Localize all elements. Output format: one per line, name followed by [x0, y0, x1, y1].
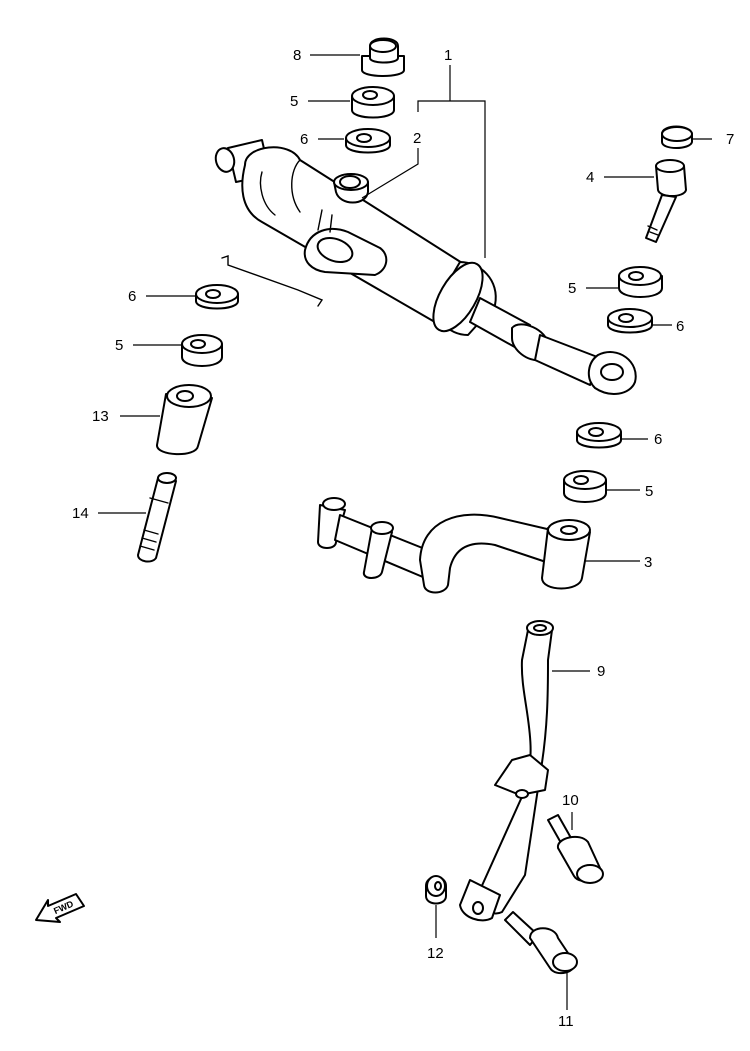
callout-5: 5: [290, 93, 298, 110]
cap-nut-part-8: [361, 37, 405, 77]
callout-6: 6: [128, 288, 136, 305]
callout-13: 13: [92, 408, 109, 425]
sleeve-part-13: [156, 384, 213, 456]
callout-9: 9: [597, 663, 605, 680]
callout-2: 2: [413, 130, 421, 147]
stud-part-14: [137, 472, 177, 563]
spacer-part-5-right: [618, 266, 663, 298]
callout-6: 6: [300, 131, 308, 148]
callout-6: 6: [654, 431, 662, 448]
washer-part-6-top: [345, 128, 391, 154]
callout-1: 1: [444, 47, 452, 64]
washer-part-6-right: [607, 308, 653, 334]
callout-11: 11: [558, 1013, 574, 1030]
callout-3: 3: [644, 554, 652, 571]
callout-7: 7: [726, 131, 734, 148]
steering-damper: [214, 139, 637, 395]
nut-part-2: [333, 173, 369, 204]
bolt-part-10: [547, 814, 604, 884]
callout-5: 5: [568, 280, 576, 297]
spacer-part-5-left: [181, 334, 223, 367]
leader-lines: [98, 54, 712, 1010]
callout-5: 5: [645, 483, 653, 500]
callout-14: 14: [72, 505, 89, 522]
bracket-part-3: [317, 497, 591, 594]
cap-part-7: [661, 125, 693, 149]
bolt-part-4: [645, 159, 687, 243]
callout-4: 4: [586, 169, 594, 186]
washer-part-12: [425, 875, 447, 905]
spacer-part-5-top: [351, 86, 395, 119]
washer-part-6-right-lower: [576, 422, 622, 449]
spacer-part-5-right-lower: [563, 470, 607, 503]
callout-12: 12: [427, 945, 444, 962]
forward-arrow-icon: FWD: [35, 893, 85, 923]
callout-8: 8: [293, 47, 301, 64]
bolt-part-11: [504, 911, 578, 975]
callout-10: 10: [562, 792, 579, 809]
washer-part-6-left: [195, 284, 239, 310]
callout-6: 6: [676, 318, 684, 335]
stay-part-9: [459, 620, 554, 922]
callout-5: 5: [115, 337, 123, 354]
